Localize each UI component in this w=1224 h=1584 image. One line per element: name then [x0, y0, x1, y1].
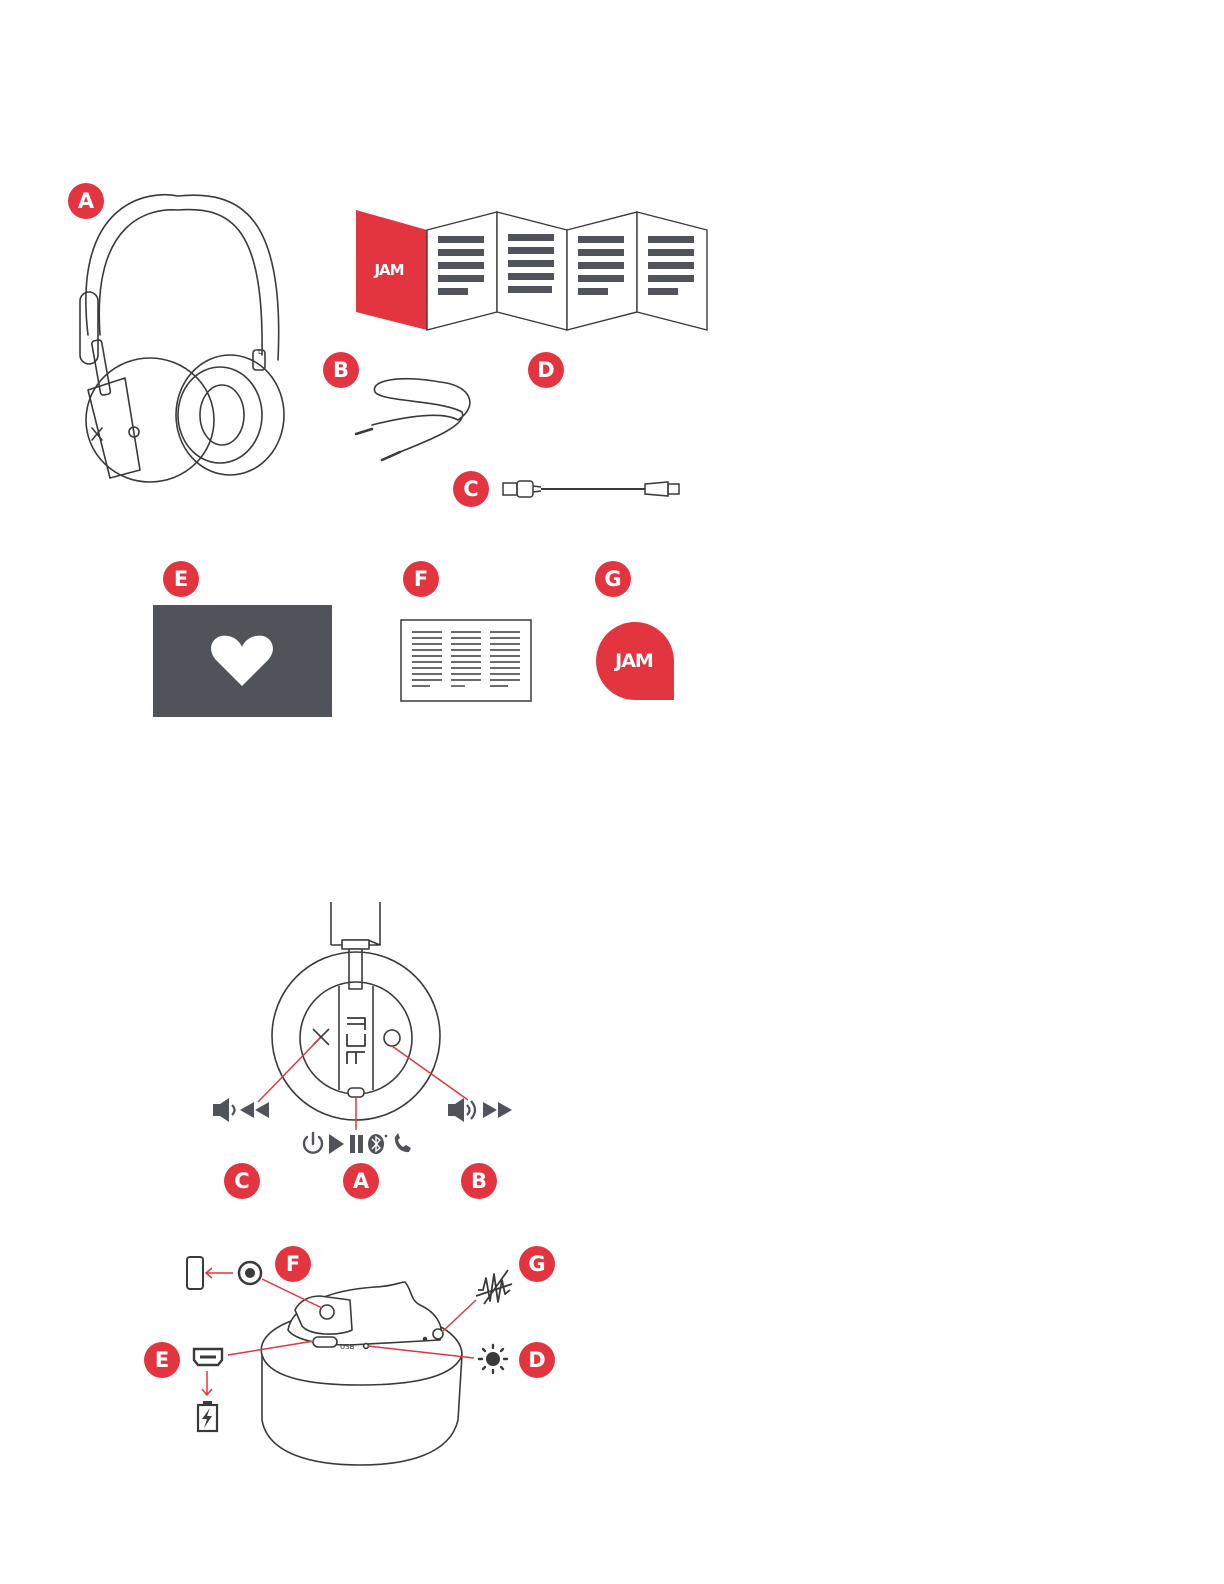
pause-icon — [350, 1135, 363, 1153]
rewind-icon — [240, 1102, 269, 1118]
headphones-illustration: L — [80, 195, 284, 482]
sticker-brand-text: JAM — [613, 650, 653, 672]
svg-text:C: C — [463, 477, 478, 501]
svg-text:E: E — [155, 1348, 169, 1372]
volume-down-icon — [213, 1098, 235, 1122]
controls-badge-a: A — [343, 1163, 379, 1199]
ports-badge-f: F — [275, 1246, 311, 1282]
power-icon — [304, 1133, 322, 1153]
smartphone-icon — [187, 1257, 203, 1289]
contents-badge-a: A — [68, 183, 104, 219]
controls-badge-b: B — [461, 1163, 497, 1199]
earcup-ports-illustration — [261, 1282, 462, 1465]
contents-badge-d: D — [528, 352, 564, 388]
ports-badge-e: E — [144, 1342, 180, 1378]
contents-badge-g: G — [595, 561, 631, 597]
usb-port-label: USB — [340, 1343, 355, 1351]
audio-cable-illustration — [356, 379, 470, 460]
contents-badge-b: B — [323, 352, 359, 388]
svg-text:C: C — [234, 1169, 249, 1193]
bluetooth-icon — [368, 1134, 387, 1154]
left-marker-label: L — [258, 348, 262, 356]
aux-jack-icon — [239, 1262, 261, 1284]
leaflet-illustration — [401, 620, 531, 701]
sticker-illustration: JAM — [596, 622, 674, 700]
card-illustration — [153, 605, 332, 717]
fast-forward-icon — [483, 1102, 512, 1118]
battery-charging-icon — [198, 1401, 217, 1431]
earcup-controls-illustration — [272, 902, 440, 1120]
svg-text:B: B — [471, 1169, 487, 1193]
led-light-icon — [479, 1345, 507, 1373]
svg-text:F: F — [286, 1252, 300, 1276]
manual-brand-text: JAM — [373, 261, 403, 279]
svg-text:F: F — [414, 567, 428, 591]
volume-up-icon — [448, 1098, 475, 1122]
play-icon — [329, 1134, 344, 1154]
phone-call-icon — [395, 1133, 411, 1152]
contents-badge-e: E — [163, 561, 199, 597]
svg-text:G: G — [528, 1252, 545, 1276]
ports-badge-d: D — [519, 1342, 555, 1378]
svg-text:A: A — [353, 1169, 370, 1193]
svg-text:D: D — [528, 1348, 545, 1372]
microphone-noise-icon — [476, 1270, 512, 1304]
manual-illustration: JAM — [356, 210, 707, 330]
contents-badge-f: F — [403, 561, 439, 597]
contents-badge-c: C — [453, 471, 489, 507]
usb-cable-illustration — [503, 481, 679, 497]
svg-text:E: E — [174, 567, 188, 591]
svg-text:A: A — [78, 189, 95, 213]
svg-text:G: G — [604, 567, 621, 591]
controls-badge-c: C — [224, 1163, 260, 1199]
svg-text:D: D — [537, 358, 554, 382]
usb-port-icon — [194, 1349, 222, 1365]
svg-text:B: B — [333, 358, 349, 382]
ports-badge-g: G — [519, 1246, 555, 1282]
